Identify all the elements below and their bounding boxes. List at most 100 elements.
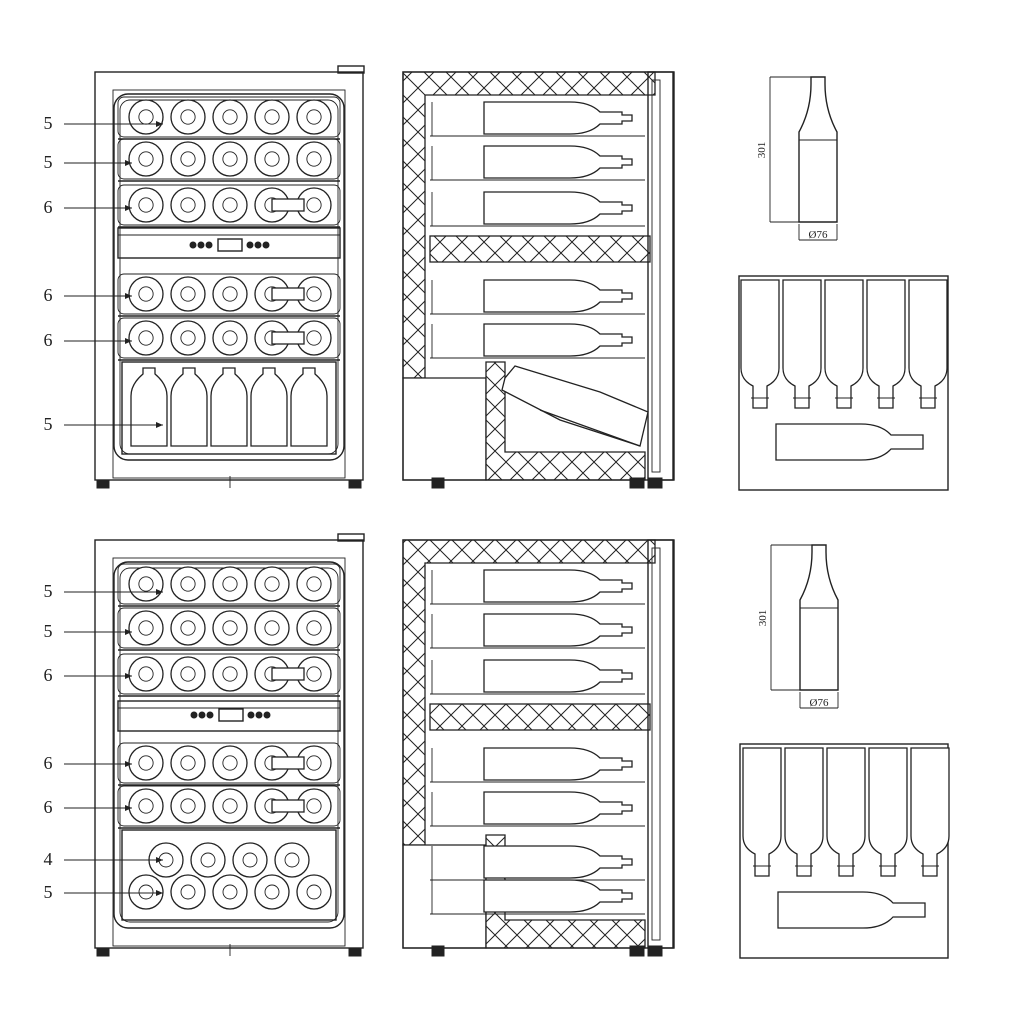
bottle-neck (271, 799, 305, 813)
shelf-label: 6 (44, 330, 53, 350)
bottle-end (128, 788, 164, 824)
bottle-end (212, 656, 248, 692)
shelf-row (117, 138, 341, 180)
shelf-label: 5 (44, 113, 53, 133)
tilted-bottle (501, 365, 649, 447)
side-bottle (483, 659, 633, 693)
top-front-view (94, 65, 365, 489)
bottle-end-inner (222, 666, 238, 682)
bottle-end (128, 656, 164, 692)
control-panel (189, 238, 270, 252)
bottle-end-inner (138, 666, 154, 682)
bottle-end (170, 99, 206, 135)
bottle-end (128, 566, 164, 602)
standing-bottle (290, 367, 328, 447)
bottle-end-inner (306, 197, 322, 213)
standing-bottle (210, 367, 248, 447)
tilt-rack (539, 409, 641, 447)
bottle-end (254, 141, 290, 177)
bottle-end-inner (180, 755, 196, 771)
bottle-end-inner (306, 620, 322, 636)
bottle-end-inner (222, 798, 238, 814)
bottle-end (170, 745, 206, 781)
bottle-end-inner (222, 884, 238, 900)
side-bottle (483, 145, 633, 179)
bottle-end-inner (138, 798, 154, 814)
bottle-end-inner (306, 884, 322, 900)
top-view-bottle (866, 279, 906, 409)
bottle-end (296, 874, 332, 910)
top-side-section (402, 71, 675, 489)
bottle-end-inner (138, 286, 154, 302)
bottle-end (170, 566, 206, 602)
bottle-end-inner (306, 286, 322, 302)
bottle-end-inner (306, 109, 322, 125)
shelf-row (117, 785, 341, 827)
top-bottle-dimension: 301 Ø76 (756, 76, 838, 241)
top-view-bottle (910, 747, 950, 877)
shelf-label: 6 (44, 197, 53, 217)
bottle-end (212, 566, 248, 602)
bottle-end (128, 320, 164, 356)
bottle-end-inner (306, 576, 322, 592)
bottle-end-inner (306, 151, 322, 167)
side-bottle (483, 845, 633, 879)
bottle-end-inner (138, 620, 154, 636)
bottle-end (170, 610, 206, 646)
bottle-end (212, 187, 248, 223)
top-shelf-top-view (738, 275, 949, 491)
bottle-end-inner (264, 109, 280, 125)
bottle-end-inner (222, 286, 238, 302)
bottom-front-view (94, 533, 365, 957)
bottle-end-inner (284, 852, 300, 868)
shelf-row (117, 742, 341, 784)
bottle-end (296, 141, 332, 177)
bottle-end (212, 610, 248, 646)
bottom-shelf-top-view (739, 743, 950, 959)
bottle-end-inner (180, 286, 196, 302)
bottle-end-inner (180, 576, 196, 592)
top-view-bottle (782, 279, 822, 409)
top-view-bottle (826, 747, 866, 877)
bottle-end-inner (222, 576, 238, 592)
bottle-end-inner (180, 666, 196, 682)
bottle-end-inner (222, 755, 238, 771)
bottle-end (170, 187, 206, 223)
top-view-bottle (868, 747, 908, 877)
bottle-end (296, 99, 332, 135)
bottle-end (212, 788, 248, 824)
bottle-neck (271, 287, 305, 301)
bottle-end (128, 141, 164, 177)
top-view-bottle (742, 747, 782, 877)
bottle-end-inner (180, 109, 196, 125)
shelf-row (117, 607, 341, 649)
shelf-label: 4 (44, 849, 53, 869)
bottle-end-inner (138, 576, 154, 592)
bottle-end-inner (264, 576, 280, 592)
top-view-bottle (784, 747, 824, 877)
bottle-end (212, 141, 248, 177)
bottle-end-inner (264, 151, 280, 167)
shelf-label: 5 (44, 581, 53, 601)
bottle-end-inner (222, 109, 238, 125)
bottle-end-inner (180, 884, 196, 900)
bottle-end (254, 874, 290, 910)
shelf-label: 6 (44, 797, 53, 817)
bottle-end-inner (306, 798, 322, 814)
top-unit: 301 Ø76 5 5 6 6 6 5 (44, 65, 949, 491)
side-bottle (483, 279, 633, 313)
side-bottle (483, 613, 633, 647)
bottle-end (128, 874, 164, 910)
shelf-label: 5 (44, 414, 53, 434)
bottle-end-inner (306, 666, 322, 682)
top-view-bottle (740, 279, 780, 409)
bottle-end-inner (264, 620, 280, 636)
bottle-end (254, 566, 290, 602)
side-bottle (483, 191, 633, 225)
shelf-label: 5 (44, 152, 53, 172)
bottle-end-inner (138, 755, 154, 771)
side-bottle (483, 747, 633, 781)
bottle-end (170, 141, 206, 177)
bottle-end (170, 656, 206, 692)
